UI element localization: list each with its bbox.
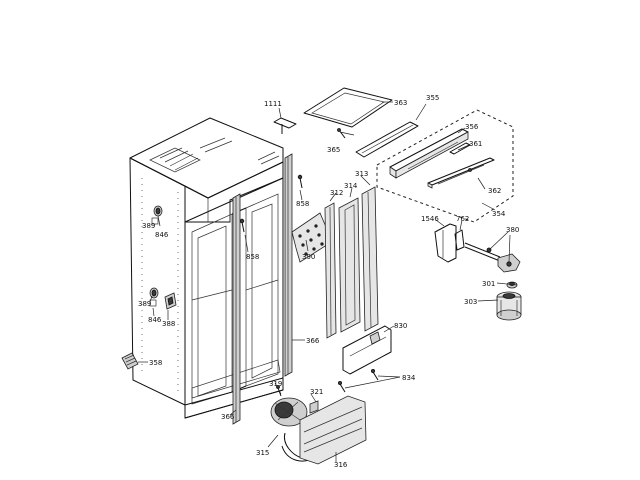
- breaker-strip-366-left: [232, 193, 241, 425]
- callout-858-upper: 858: [296, 200, 309, 208]
- vent-block-358: [121, 352, 139, 370]
- callout-355: 355: [426, 94, 439, 102]
- screw-858-lower: [239, 218, 245, 233]
- cover-plate-363: [303, 87, 393, 128]
- callout-366-left: 366: [221, 413, 235, 421]
- breaker-strip-366-right: [284, 153, 293, 377]
- callout-830: 830: [394, 322, 407, 330]
- callout-389-lower: 389: [138, 300, 151, 308]
- callout-366-right: 366: [306, 337, 320, 345]
- duct-panel-313: [361, 186, 379, 332]
- part-762: [454, 229, 465, 251]
- callout-315: 315: [256, 449, 269, 457]
- callout-356: 356: [465, 123, 479, 131]
- duct-panel-312: [324, 202, 337, 339]
- callout-846-upper: 846: [155, 231, 169, 239]
- leader-lines: [138, 127, 518, 462]
- callout-380: 380: [506, 226, 519, 234]
- switch-361: [449, 142, 471, 155]
- screw-365: [337, 128, 346, 139]
- screw-858-upper: [297, 174, 303, 189]
- perforated-panel-390: [291, 212, 331, 263]
- knob-846-lower: [149, 299, 157, 307]
- callout-834: 834: [402, 374, 416, 382]
- bracket-1546: [434, 223, 457, 263]
- dispenser-housing-356: [389, 128, 469, 179]
- callout-362: 362: [488, 187, 501, 195]
- callout-301: 301: [482, 280, 495, 288]
- condenser-fan-315: [270, 397, 313, 462]
- callout-365: 365: [327, 146, 340, 154]
- refrigerator-cabinet: [129, 117, 284, 419]
- callout-312: 312: [330, 189, 343, 197]
- bracket-1111: [273, 107, 297, 134]
- callout-1546: 1546: [421, 215, 439, 223]
- callout-361: 361: [469, 140, 482, 148]
- callout-389-upper: 389: [142, 222, 155, 230]
- callout-303: 303: [464, 298, 477, 306]
- callout-319: 319: [269, 380, 282, 388]
- callout-321: 321: [310, 388, 323, 396]
- callout-354: 354: [492, 210, 506, 218]
- grille-316: [299, 395, 367, 465]
- duct-panel-314: [338, 197, 361, 333]
- callout-316: 316: [334, 461, 348, 469]
- thermostat-knob-389-lower: [149, 287, 159, 299]
- callout-313: 313: [355, 170, 368, 178]
- foot-834: [337, 368, 379, 393]
- bottom-bracket-830: [342, 325, 392, 375]
- callout-labels: 1111 363 355 365 356 361 362 354 858 389…: [138, 94, 519, 469]
- assembly-boundary-dashed: [376, 109, 514, 223]
- callout-858-lower: 858: [246, 253, 259, 261]
- thermostat-knob-389-upper: [153, 205, 163, 217]
- callout-390: 390: [302, 253, 315, 261]
- dispenser-channel-362: [427, 157, 495, 189]
- auger-shaft-380: [464, 242, 521, 273]
- clip-321: [309, 400, 319, 414]
- callout-762: 762: [456, 215, 469, 223]
- callout-846-lower: 846: [148, 316, 162, 324]
- callout-358: 358: [149, 359, 162, 367]
- motor-303: [496, 291, 522, 321]
- callout-314: 314: [344, 182, 358, 190]
- control-388: [164, 292, 177, 310]
- callout-363: 363: [394, 99, 407, 107]
- knob-846-upper: [151, 217, 159, 225]
- callout-1111: 1111: [264, 100, 282, 108]
- callout-388: 388: [162, 320, 175, 328]
- bracket-355: [355, 103, 427, 158]
